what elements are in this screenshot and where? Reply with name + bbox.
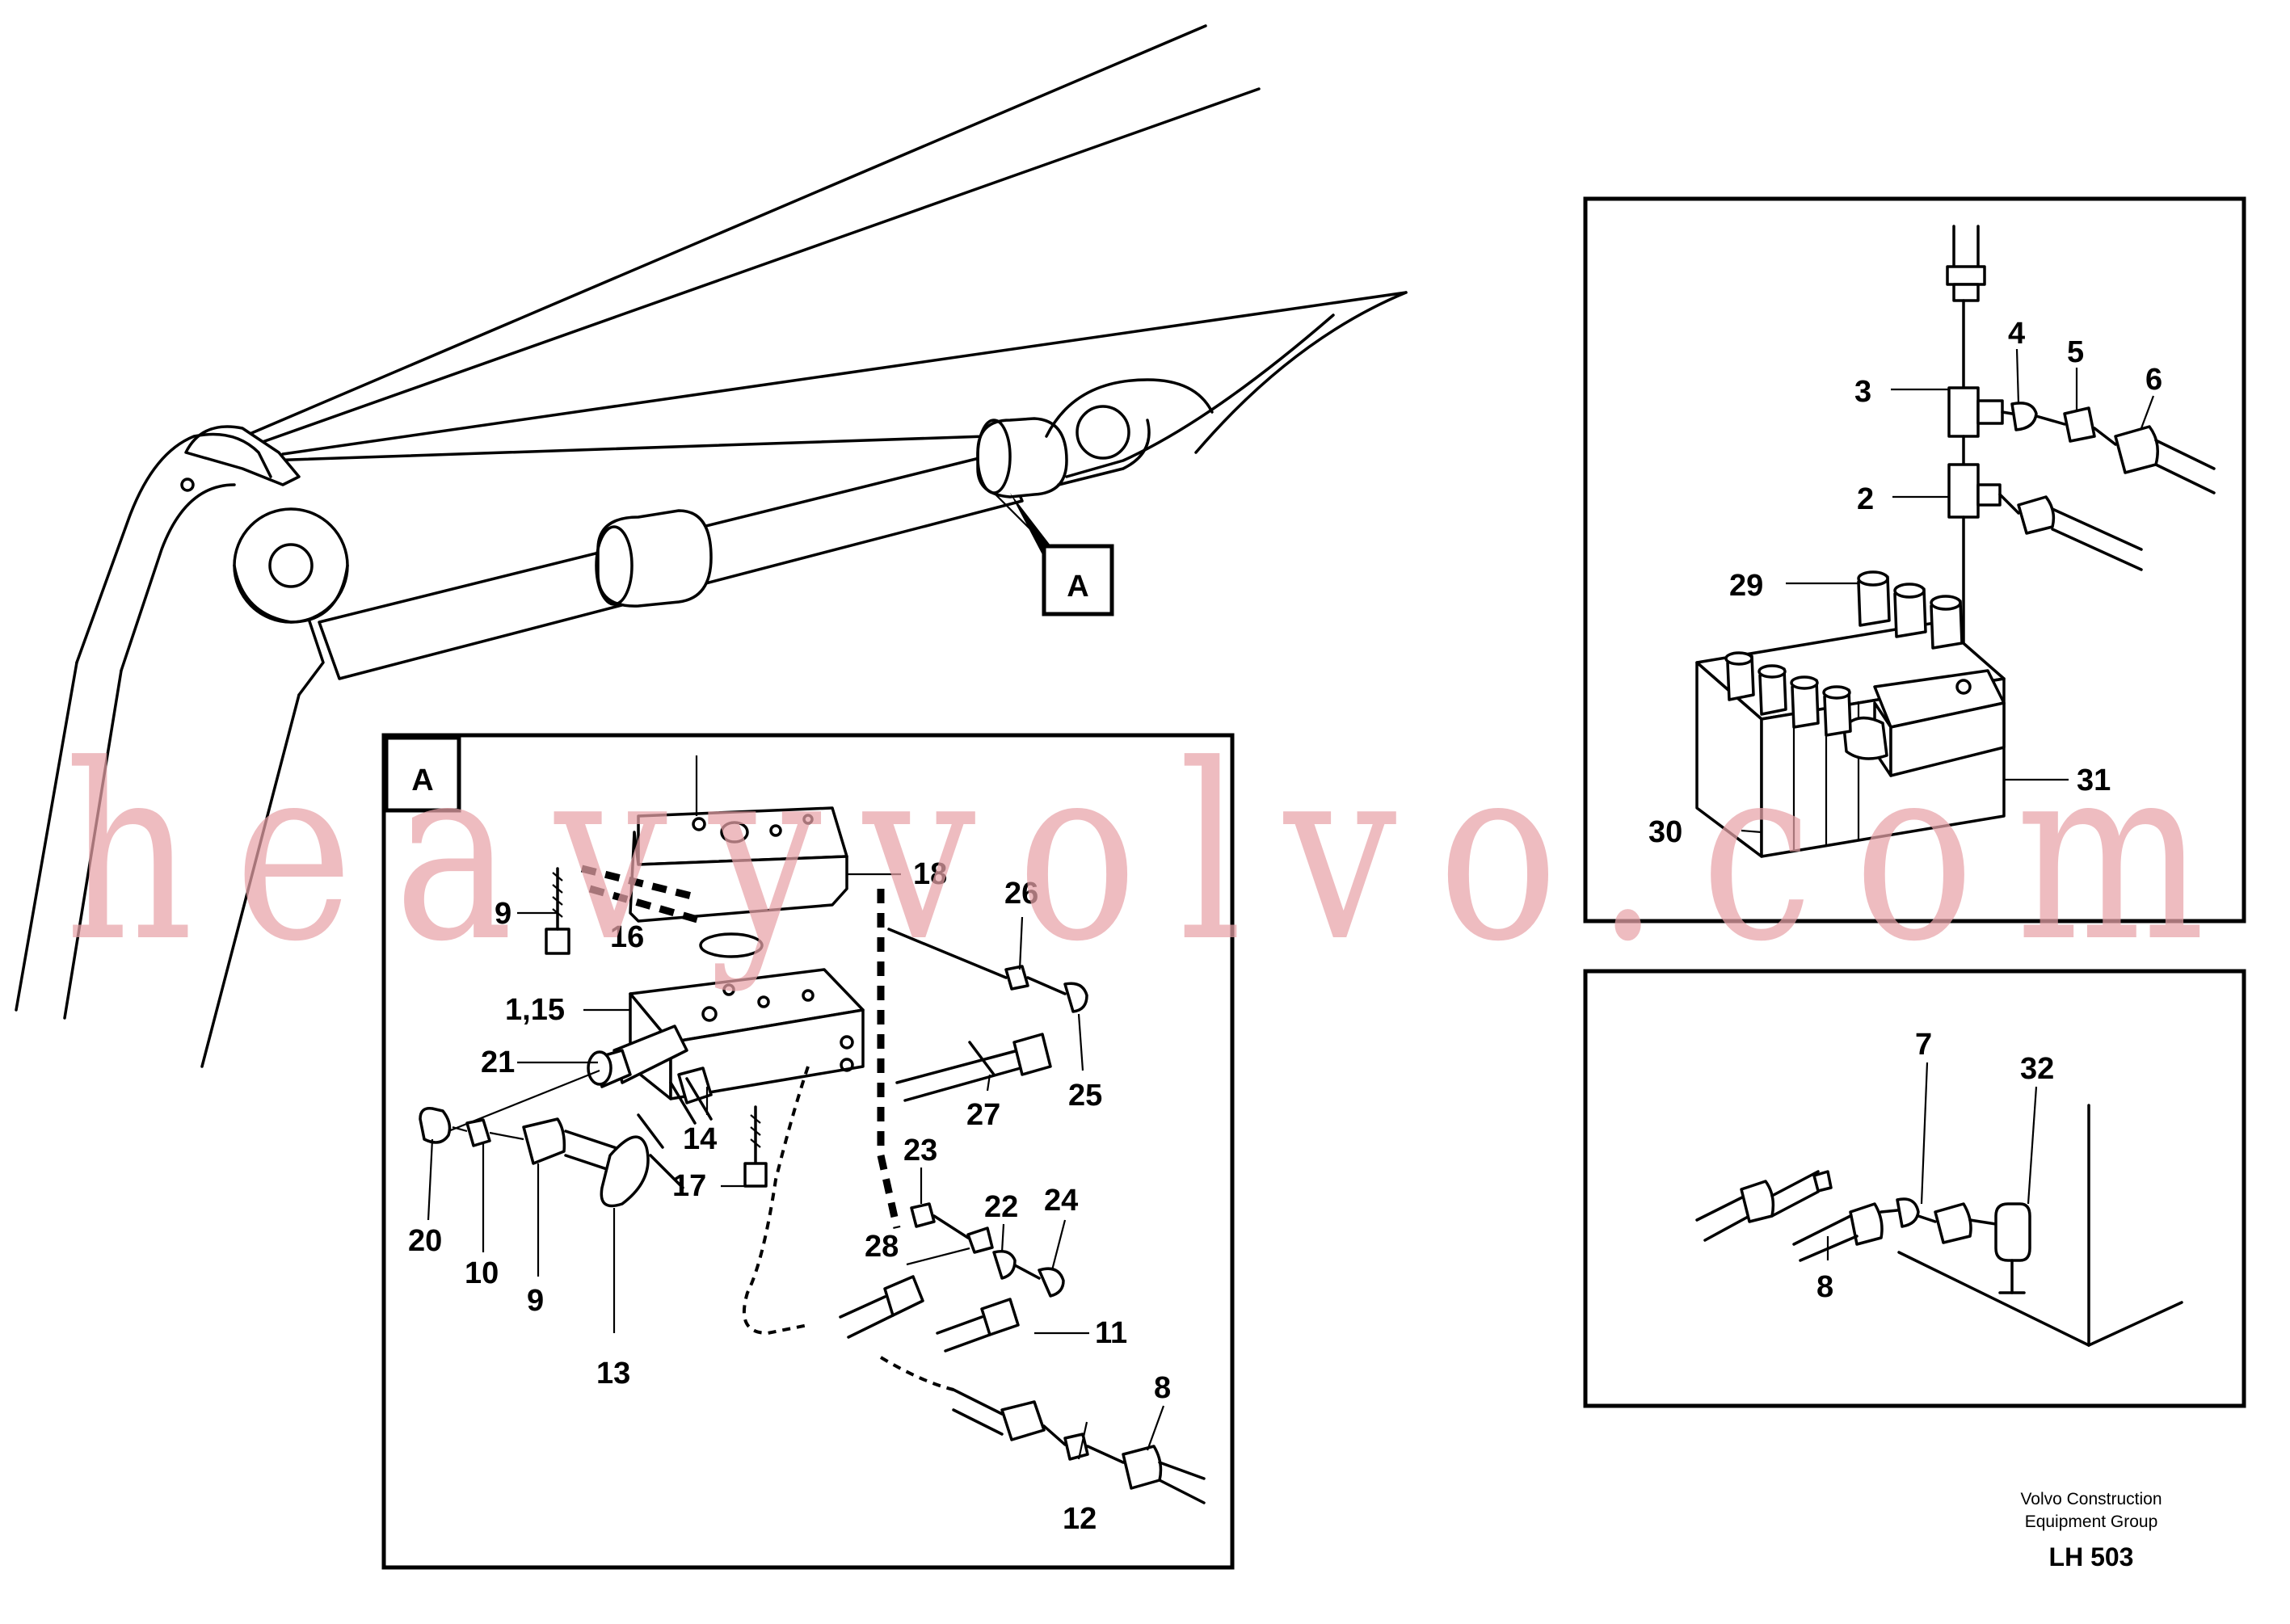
callout-13: 13 — [596, 1357, 630, 1390]
callout-21: 21 — [481, 1046, 515, 1079]
callout-25: 25 — [1068, 1079, 1102, 1113]
callout-9-hose: 9 — [527, 1284, 544, 1318]
publisher-line-1: Volvo Construction — [2020, 1490, 2162, 1508]
watermark-text: heavyvolvo.com — [65, 713, 2246, 995]
detail-a-label: A — [1067, 570, 1088, 604]
callout-7: 7 — [1915, 1028, 1932, 1062]
callout-16: 16 — [610, 920, 644, 954]
tank-detail-panel: 7 32 8 — [1583, 969, 2246, 1408]
callout-29: 29 — [1729, 569, 1763, 603]
callout-22: 22 — [984, 1190, 1018, 1224]
callout-9-bolt: 9 — [495, 897, 511, 931]
callout-2: 2 — [1857, 482, 1874, 516]
callout-8-detail: 8 — [1816, 1270, 1833, 1304]
callout-5: 5 — [2067, 335, 2084, 369]
callout-8-panel-a: 8 — [1154, 1371, 1171, 1405]
callout-4: 4 — [2008, 317, 2025, 351]
callout-1-15: 1,15 — [505, 993, 565, 1027]
publisher-block: Volvo Construction Equipment Group LH 50… — [2020, 1490, 2162, 1571]
valve-detail-panel: 3 2 4 5 6 29 30 31 — [1583, 196, 2246, 923]
callout-11: 11 — [1095, 1316, 1127, 1350]
callout-23: 23 — [903, 1134, 937, 1168]
callout-6: 6 — [2145, 363, 2162, 397]
callout-20: 20 — [408, 1224, 442, 1258]
callout-12: 12 — [1063, 1502, 1097, 1536]
callout-32: 32 — [2020, 1052, 2054, 1086]
callout-30: 30 — [1648, 815, 1682, 849]
callout-10: 10 — [465, 1256, 499, 1290]
publisher-line-2: Equipment Group — [2025, 1513, 2158, 1531]
detail-a-marker: A — [993, 492, 1114, 616]
callout-31: 31 — [2077, 764, 2111, 797]
callout-26: 26 — [1004, 877, 1038, 911]
callout-24: 24 — [1044, 1184, 1078, 1218]
callout-28: 28 — [865, 1230, 899, 1264]
panel-a-label: A — [411, 764, 433, 797]
callout-18: 18 — [913, 857, 947, 891]
detail-a-panel: A — [381, 733, 1235, 1570]
callout-14: 14 — [683, 1122, 717, 1156]
callout-17: 17 — [672, 1169, 706, 1203]
boom-arm-drawing — [15, 24, 1408, 1068]
page-code: LH 503 — [2049, 1542, 2134, 1571]
callout-3: 3 — [1854, 375, 1871, 409]
callout-27: 27 — [966, 1098, 1000, 1132]
